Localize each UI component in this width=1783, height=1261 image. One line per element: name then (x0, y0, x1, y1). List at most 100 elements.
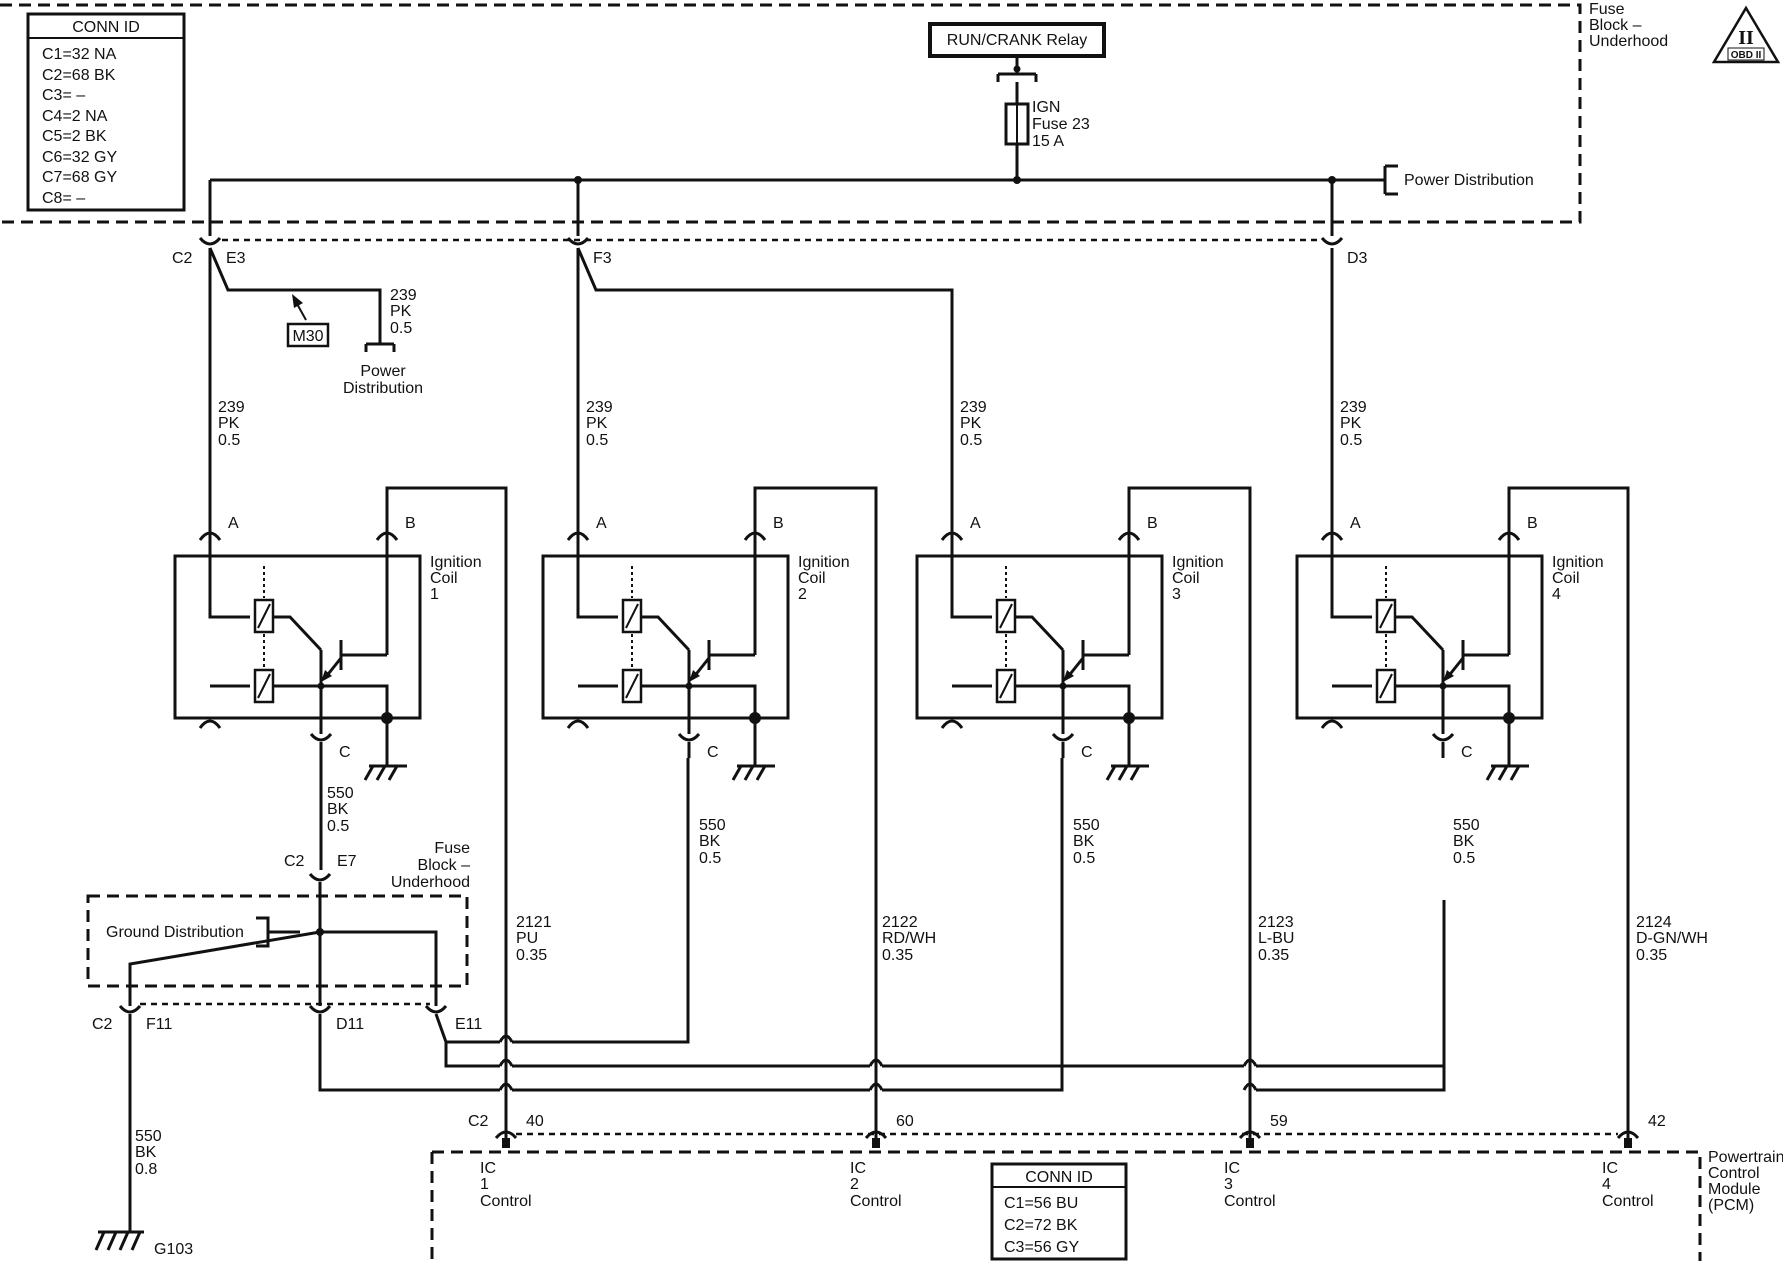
svg-text:E11: E11 (455, 1016, 482, 1033)
control-wire-label: 0.35 (516, 947, 547, 964)
ic-control-label: 3 (1224, 1176, 1233, 1193)
svg-text:F11: F11 (146, 1016, 172, 1033)
ground-wire-label: 550 (1073, 817, 1100, 834)
feed-wire-label: PK (1340, 415, 1362, 432)
power-distribution-label: Power Distribution (1404, 172, 1534, 189)
conn-id-table-pcm: CONN ID C1=56 BU C2=72 BK C3=56 GY (990, 1162, 1128, 1261)
control-wire-label: 0.35 (1258, 947, 1289, 964)
pin-b-label: B (405, 515, 416, 532)
fuse-block-label-mid: Fuse Block – Underhood (391, 840, 470, 891)
feed-wire-label: 0.5 (586, 432, 608, 449)
svg-text:Block –: Block – (1589, 17, 1642, 34)
svg-text:Control: Control (1708, 1165, 1760, 1182)
svg-text:II: II (1738, 27, 1754, 49)
pin-b-label: B (1147, 515, 1158, 532)
coil-label: Ignition (798, 554, 850, 571)
feed-wire-label: 239 (1340, 399, 1367, 416)
feed-wire-label: PK (586, 415, 608, 432)
svg-text:M30: M30 (292, 328, 323, 345)
transistor-arrow-icon (1063, 670, 1074, 682)
feed-wire-label: 0.5 (218, 432, 240, 449)
connector-pin-d3: D3 (1320, 236, 1368, 267)
svg-text:Underhood: Underhood (1589, 33, 1668, 50)
svg-text:Fuse: Fuse (434, 840, 470, 857)
pin-a-label: A (228, 515, 239, 532)
pcm-label: Powertrain Control Module (PCM) (1708, 1149, 1783, 1214)
transistor-arrow-icon (321, 670, 332, 682)
svg-text:0.8: 0.8 (135, 1161, 157, 1178)
fuse-block-underhood-outline (0, 3, 1582, 224)
chassis-ground-icon (363, 764, 407, 781)
branch-wire-label: 239 PK 0.5 (390, 287, 417, 337)
power-distribution-branch-label: Power Distribution (343, 363, 423, 397)
svg-text:C2=72 BK: C2=72 BK (1004, 1217, 1078, 1234)
feed-wire-label: PK (960, 415, 982, 432)
pcm-connector-label: C2 (468, 1113, 489, 1130)
pin-c-label: C (1081, 744, 1093, 761)
coil-label: 4 (1552, 586, 1561, 603)
ground-g103-icon (94, 1230, 144, 1251)
ground-wire-label: BK (1453, 833, 1475, 850)
feed-wire-label: 0.5 (1340, 432, 1362, 449)
svg-text:D3: D3 (1347, 250, 1368, 267)
ic-control-label: Control (480, 1193, 532, 1210)
transistor-arrow-icon (1443, 670, 1454, 682)
ic-control-label: Control (1602, 1193, 1654, 1210)
coil-label: Coil (798, 570, 826, 587)
control-wire-label: 2124 (1636, 914, 1672, 931)
svg-text:Block –: Block – (418, 857, 471, 874)
ground-wire-label: BK (1073, 833, 1095, 850)
svg-text:Underhood: Underhood (391, 874, 470, 891)
pin-c-label: C (1461, 744, 1473, 761)
svg-text:RUN/CRANK Relay: RUN/CRANK Relay (947, 32, 1087, 49)
pin-a-label: A (970, 515, 981, 532)
feed-wire-label: PK (218, 415, 240, 432)
conn-id-item: C6=32 GY (42, 149, 117, 166)
svg-text:C2: C2 (172, 250, 193, 267)
connector-pin-f3: F3 (566, 236, 612, 267)
svg-text:Power: Power (360, 363, 406, 380)
ground-wire-label: 0.5 (699, 850, 721, 867)
control-wire-label: 0.35 (1636, 947, 1667, 964)
ic-control-label: IC (850, 1160, 866, 1177)
svg-text:Distribution: Distribution (343, 380, 423, 397)
coil-label: Coil (1172, 570, 1200, 587)
svg-text:Module: Module (1708, 1181, 1761, 1198)
ground-wire-label: BK (327, 801, 349, 818)
conn-id-item: C8= – (42, 190, 85, 207)
ic-control-label: 1 (480, 1176, 489, 1193)
control-wire-label: D-GN/WH (1636, 930, 1708, 947)
control-wire-label: 2121 (516, 914, 552, 931)
coil-label: Ignition (1552, 554, 1604, 571)
svg-text:239: 239 (390, 287, 417, 304)
ground-main-wire-label: 550 BK 0.8 (135, 1128, 162, 1178)
ic-control-label: Control (850, 1193, 902, 1210)
svg-text:C1=56 BU: C1=56 BU (1004, 1195, 1078, 1212)
svg-text:E3: E3 (226, 250, 246, 267)
feed-wire-label: 239 (218, 399, 245, 416)
ic-control-label: IC (1224, 1160, 1240, 1177)
connector-pin-f11: C2 F11 (92, 1004, 172, 1033)
run-crank-relay: RUN/CRANK Relay (928, 22, 1106, 58)
svg-text:E7: E7 (337, 853, 357, 870)
connector-pin-e7: C2 E7 (284, 853, 357, 882)
svg-text:0.5: 0.5 (390, 320, 412, 337)
coil-box (1295, 554, 1544, 720)
coil-label: 2 (798, 586, 807, 603)
ic-control-label: IC (1602, 1160, 1618, 1177)
coil-label: 1 (430, 586, 439, 603)
chassis-ground-icon (1105, 764, 1149, 781)
ic-control-label: 4 (1602, 1176, 1611, 1193)
conn-id-item: C7=68 GY (42, 169, 117, 186)
chassis-ground-icon (731, 764, 775, 781)
svg-text:550: 550 (135, 1128, 162, 1145)
svg-text:Fuse 23: Fuse 23 (1032, 116, 1090, 133)
ground-distribution-label: Ground Distribution (106, 924, 244, 941)
conn-id-item: C4=2 NA (42, 108, 108, 125)
svg-text:15 A: 15 A (1032, 133, 1064, 150)
ground-wire-label: 0.5 (327, 818, 349, 835)
